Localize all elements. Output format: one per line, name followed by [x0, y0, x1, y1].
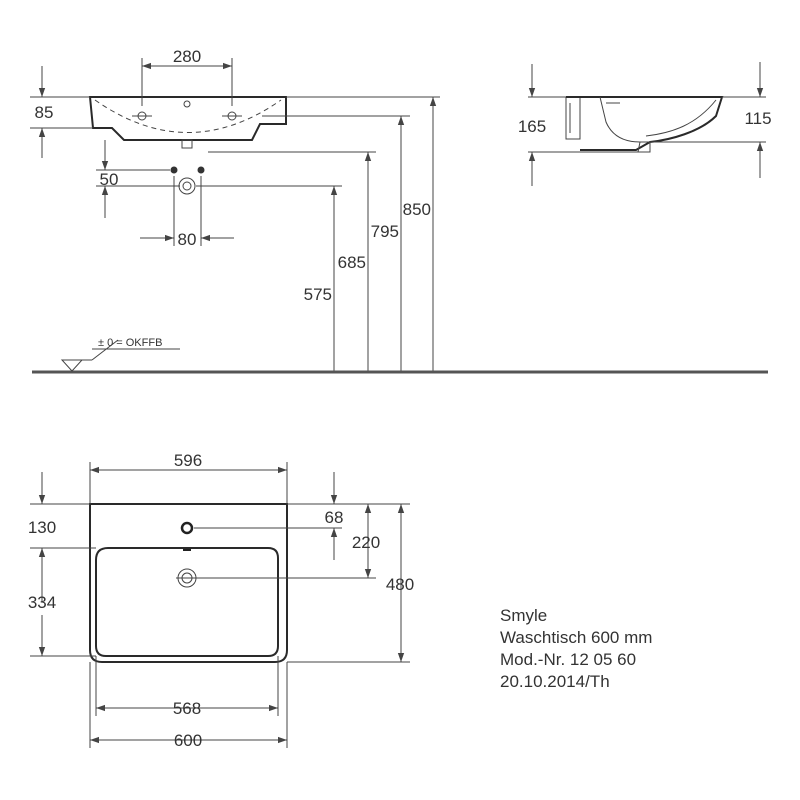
plan-tap-hole: [180, 521, 194, 535]
dim-side-total-depth: 165: [518, 117, 546, 136]
dim-underside-height: 795: [371, 222, 399, 241]
plan-view: 596 130 334 68 220 480 568: [28, 451, 414, 750]
dim-outlet-spacing: 50: [100, 170, 119, 189]
dim-side-bowl-depth: 115: [744, 109, 771, 128]
dim-supply-height: 685: [338, 253, 366, 272]
front-view: 280 85 50 80 575 685 795 85: [30, 47, 440, 371]
overflow-hole: [183, 100, 191, 108]
dim-waste-height: 575: [304, 285, 332, 304]
dim-tap-spacing: 280: [173, 47, 201, 66]
plan-basin-outline: [89, 503, 288, 663]
dim-top-height: 850: [403, 200, 431, 219]
dim-plan-overall-depth: 480: [386, 575, 414, 594]
tap-hole-right: [222, 111, 242, 121]
supply-connection-left: [170, 166, 178, 174]
dim-rim-height: 85: [35, 103, 54, 122]
dim-plan-overall-width: 600: [174, 731, 202, 750]
dim-plan-top-width: 596: [174, 451, 202, 470]
dim-plan-rear-rim: 130: [28, 518, 56, 537]
title-block: Smyle Waschtisch 600 mm Mod.-Nr. 12 05 6…: [500, 605, 652, 693]
product-name: Smyle: [500, 606, 548, 625]
plan-bowl-outline: [95, 547, 279, 657]
drawing-date: 20.10.2014/Th: [500, 672, 610, 691]
waste-outlet: [178, 177, 196, 195]
product-description: Waschtisch 600 mm: [500, 628, 653, 647]
waste-spigot: [181, 139, 193, 149]
side-bowl-inner: [599, 96, 717, 143]
front-basin-outline: [88, 96, 287, 141]
side-view: 165 115: [518, 62, 772, 186]
dim-plan-tap-offset: 68: [325, 508, 344, 527]
floor-reference-marker: [60, 339, 180, 372]
tap-hole-left: [132, 111, 152, 121]
dim-plan-bowl-width: 568: [173, 699, 201, 718]
supply-connection-right: [197, 166, 205, 174]
model-number: Mod.-Nr. 12 05 60: [500, 650, 637, 669]
floor-reference-label: ± 0 = OKFFB: [98, 337, 162, 349]
dim-plan-waste-offset: 220: [352, 533, 380, 552]
plan-waste-outlet: [176, 568, 198, 588]
wall-bracket: [565, 96, 581, 140]
front-bowl-hidden-line: [94, 99, 282, 133]
dim-plan-bowl-depth: 334: [28, 593, 56, 612]
dim-waste-width: 80: [178, 230, 197, 249]
